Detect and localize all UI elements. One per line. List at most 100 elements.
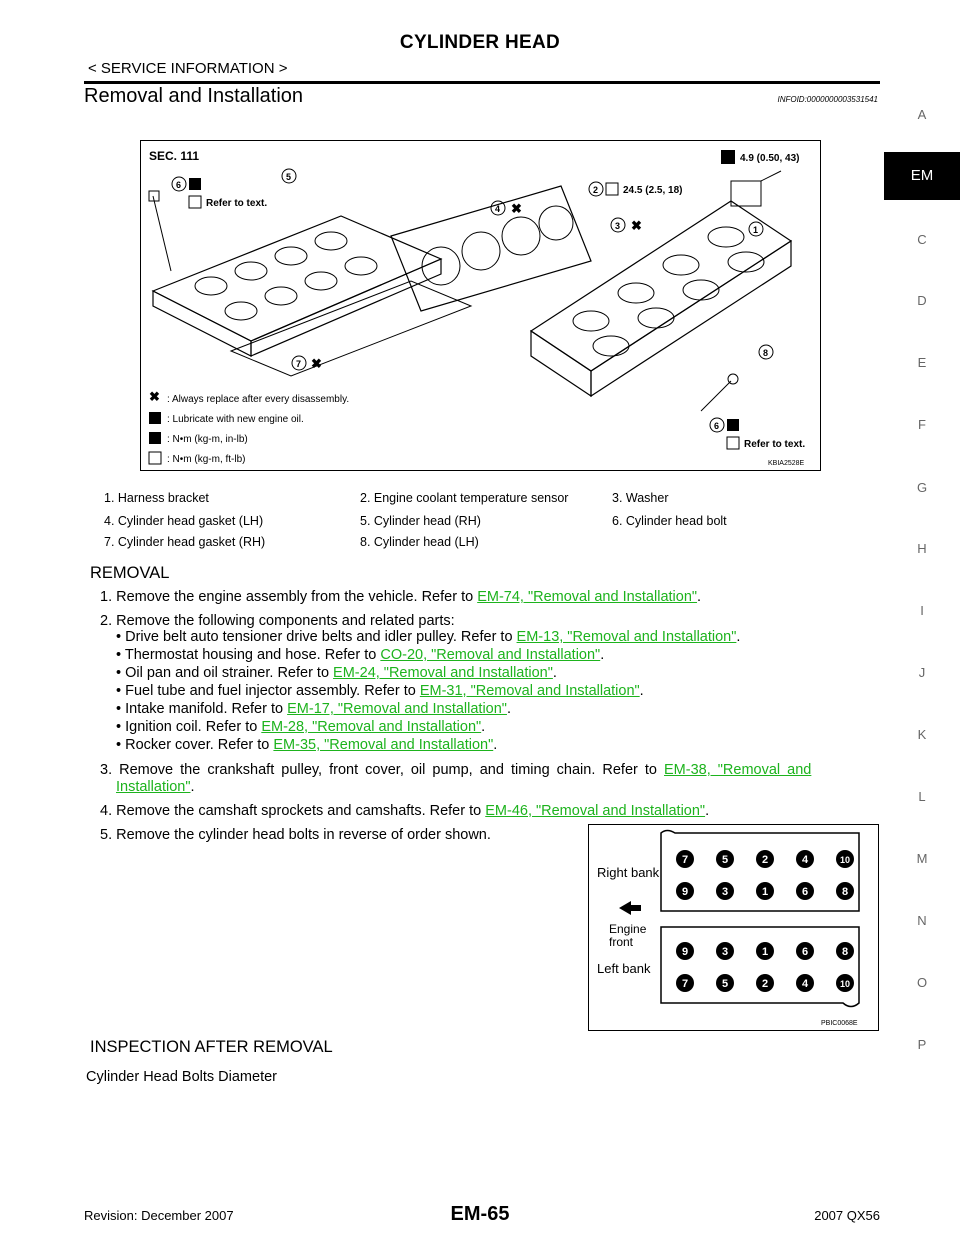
- legend-item: 8. Cylinder head (LH): [360, 535, 479, 549]
- callout-4: [490, 200, 506, 216]
- torque-icon: [149, 432, 161, 444]
- bolt-circle: [836, 882, 854, 900]
- bolt-number: 5: [722, 854, 728, 866]
- bolt-circle: [676, 850, 694, 868]
- bolt-circle: [796, 882, 814, 900]
- callout-6: [171, 176, 187, 192]
- side-tab-j[interactable]: J: [918, 665, 926, 680]
- inspection-subtitle: Cylinder Head Bolts Diameter: [86, 1069, 277, 1085]
- bolt-number: 4: [802, 978, 809, 990]
- bolt-circle: [796, 942, 814, 960]
- legend-item: 5. Cylinder head (RH): [360, 514, 481, 528]
- sub-item: • Drive belt auto tensioner drive belts …: [116, 629, 741, 645]
- link-em-17[interactable]: EM-17, "Removal and Installation": [287, 701, 507, 717]
- svg-text:1: 1: [753, 225, 758, 235]
- bolt-number: 6: [802, 946, 808, 958]
- section-label: < SERVICE INFORMATION >: [88, 60, 288, 77]
- bolt-number: 1: [762, 946, 768, 958]
- bolt-number: 7: [682, 978, 688, 990]
- side-tab-c[interactable]: C: [917, 232, 927, 247]
- bolt-number: 4: [802, 854, 809, 866]
- arrow-left-icon: [619, 901, 641, 915]
- link-em-13[interactable]: EM-13, "Removal and Installation": [516, 629, 737, 645]
- link-em-35[interactable]: EM-35, "Removal and Installation": [273, 737, 494, 753]
- side-tab-m[interactable]: M: [916, 851, 928, 866]
- side-tab-d[interactable]: D: [917, 293, 927, 308]
- bolt-number: 3: [722, 886, 728, 898]
- removal-heading: REMOVAL: [90, 564, 170, 582]
- side-tab-i[interactable]: I: [920, 603, 924, 618]
- side-tab-n[interactable]: N: [917, 913, 927, 928]
- side-tab-h[interactable]: H: [917, 541, 927, 556]
- bolt-number: 1: [762, 886, 768, 898]
- sub-item: • Thermostat housing and hose. Refer to …: [116, 647, 605, 663]
- step-4: 4. Remove the camshaft sprockets and cam…: [100, 803, 710, 819]
- svg-text:2: 2: [593, 185, 598, 195]
- svg-text:3: 3: [615, 221, 620, 231]
- svg-text:6: 6: [176, 180, 181, 190]
- svg-text:6: 6: [714, 421, 719, 431]
- link-co-20[interactable]: CO-20, "Removal and Installation": [380, 647, 601, 663]
- bolt-number: 10: [840, 855, 850, 865]
- torque-sensor-value: 24.5 (2.5, 18): [623, 185, 682, 196]
- svg-text:✖: ✖: [511, 201, 522, 216]
- link-em-31[interactable]: EM-31, "Removal and Installation": [419, 683, 640, 699]
- bolt-circle: [716, 942, 734, 960]
- callout-7: [291, 355, 307, 371]
- svg-text:8: 8: [763, 348, 768, 358]
- torque-icon: [188, 195, 202, 209]
- side-tab-g[interactable]: G: [916, 480, 928, 495]
- side-tab-a[interactable]: A: [917, 107, 927, 122]
- step-5: 5. Remove the cylinder head bolts in rev…: [100, 827, 491, 843]
- bolt-circle: [716, 974, 734, 992]
- sub-item: • Oil pan and oil strainer. Refer to EM-…: [116, 665, 557, 681]
- legend-item: 6. Cylinder head bolt: [612, 514, 727, 528]
- bolt-number: 5: [722, 978, 728, 990]
- legend-item: 7. Cylinder head gasket (RH): [104, 535, 266, 549]
- callout-3: [610, 217, 626, 233]
- legend-ftlb: : N•m (kg-m, ft-lb): [167, 454, 246, 465]
- link-em-24[interactable]: EM-24, "Removal and Installation": [333, 665, 553, 681]
- front-label: front: [609, 935, 634, 949]
- link-em-28[interactable]: EM-28, "Removal and Installation": [261, 719, 482, 735]
- figure2-code: PBIC0068E: [821, 1020, 858, 1027]
- bolt-number: 6: [802, 886, 808, 898]
- link-em-38-cont[interactable]: Installation": [116, 779, 191, 795]
- torque-icon: [148, 451, 162, 465]
- link-em-74[interactable]: EM-74, "Removal and Installation": [477, 589, 698, 605]
- legend-item: 3. Washer: [612, 491, 669, 505]
- callout-5: [281, 168, 297, 184]
- side-tab-f[interactable]: F: [918, 417, 926, 432]
- svg-text:✖: ✖: [149, 389, 160, 404]
- side-tab-e[interactable]: E: [917, 355, 927, 370]
- svg-text:4: 4: [495, 204, 500, 214]
- side-tab-o[interactable]: O: [916, 975, 928, 990]
- side-tab-p[interactable]: P: [917, 1037, 927, 1052]
- bolt-circle: [756, 850, 774, 868]
- figure-code: KBIA2528E: [768, 460, 805, 467]
- bolt-number: 10: [840, 979, 850, 989]
- torque-icon: [726, 436, 740, 450]
- engine-label: Engine: [609, 922, 647, 936]
- sub-item: • Fuel tube and fuel injector assembly. …: [116, 683, 644, 699]
- bolt-circle: [796, 974, 814, 992]
- sec-label: SEC. 111: [149, 149, 199, 163]
- header-rule: [84, 81, 880, 84]
- oil-icon: [149, 412, 161, 424]
- step-2: 2. Remove the following components and r…: [100, 613, 455, 629]
- bolt-number: 2: [762, 978, 768, 990]
- side-tab-em[interactable]: EM: [884, 152, 960, 200]
- bolt-circle: [676, 882, 694, 900]
- bolt-circle: [676, 974, 694, 992]
- side-tab-k[interactable]: K: [917, 727, 927, 742]
- bolt-circle: [796, 850, 814, 868]
- side-tab-l[interactable]: L: [918, 789, 926, 804]
- legend-item: 1. Harness bracket: [104, 491, 209, 505]
- link-em-38[interactable]: EM-38, "Removal and: [664, 762, 812, 778]
- refer-text-left: Refer to text.: [206, 198, 267, 209]
- svg-text:✖: ✖: [631, 218, 642, 233]
- legend-lubricate: : Lubricate with new engine oil.: [167, 414, 304, 425]
- link-em-46[interactable]: EM-46, "Removal and Installation": [485, 803, 706, 819]
